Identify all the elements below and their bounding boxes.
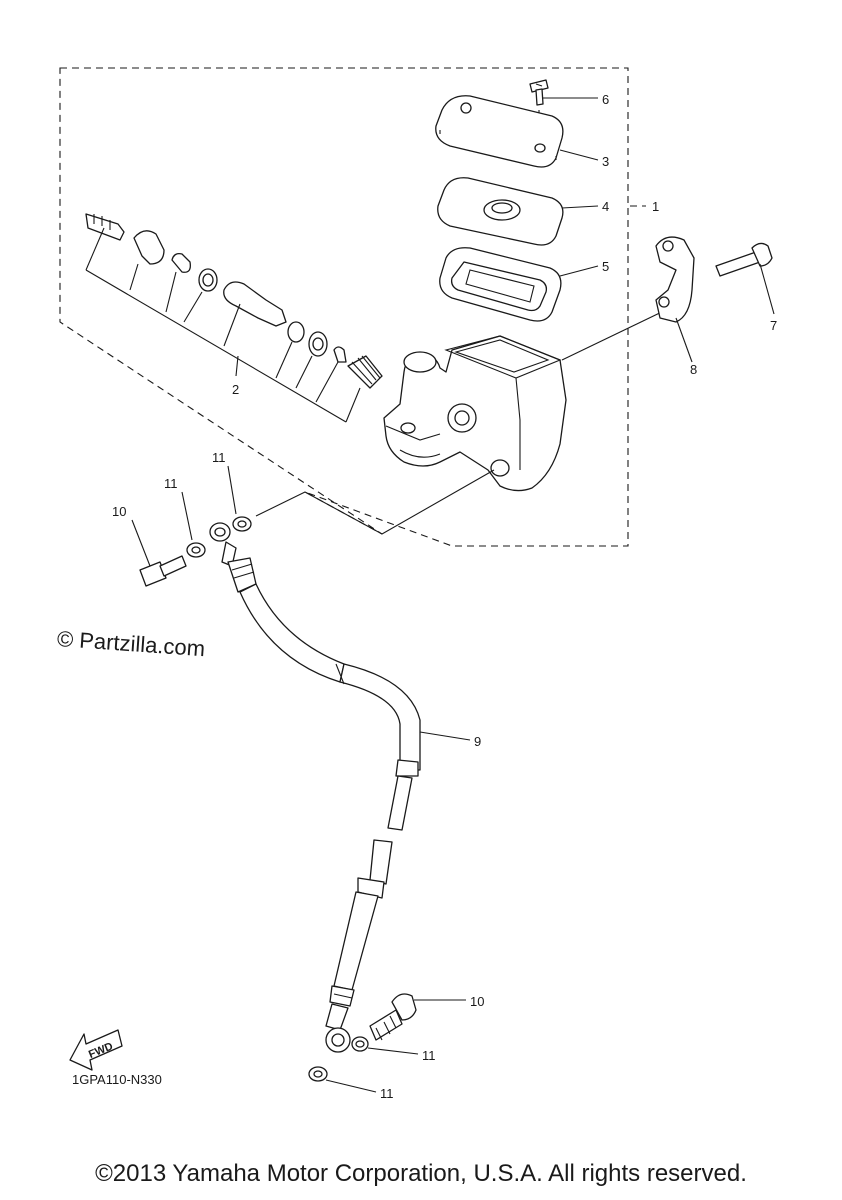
callout-5: 5 [602,259,609,274]
callout-4: 4 [602,199,609,214]
part-4-diaphragm-plate [437,177,564,246]
part-7-bolt [715,242,773,277]
assembly-boundary [59,67,629,547]
callout-11-lower-b: 11 [380,1086,394,1101]
part-3-cap [435,95,564,168]
part-5-diaphragm-gasket [439,247,562,322]
callout-7: 7 [770,318,777,333]
part-10-upper-banjo-bolt [139,555,187,587]
part-8-clamp [655,236,695,323]
part-2-piston-kit [85,213,383,389]
part-11-lower-washer-a [351,1036,369,1052]
part-11-upper-washer-b [232,516,252,532]
part-10-lower-banjo-bolt [369,993,417,1041]
callout-11-upper-b: 11 [212,450,226,465]
piston-kit-leader [85,227,361,423]
part-9-brake-hose [209,522,421,1053]
body-to-hose-leader [255,469,495,535]
part-11-upper-washer-a [186,542,206,558]
master-cylinder-body [383,335,567,492]
callout-6: 6 [602,92,609,107]
callout-10-upper: 10 [112,504,126,519]
callout-1: 1 [652,199,659,214]
callout-8: 8 [690,362,697,377]
copyright-notice: ©2013 Yamaha Motor Corporation, U.S.A. A… [95,1160,747,1187]
callout-9: 9 [474,734,481,749]
callout-10-lower: 10 [470,994,484,1009]
callout-2: 2 [232,382,239,397]
fwd-arrow-icon: FWD [69,1029,123,1071]
part-11-lower-washer-b [308,1066,328,1082]
part-6-screw [529,79,549,106]
callout-3: 3 [602,154,609,169]
figure-code: 1GPA110-N330 [72,1072,162,1087]
callout-11-lower-a: 11 [422,1048,436,1063]
callout-11-upper-a: 11 [164,476,178,491]
